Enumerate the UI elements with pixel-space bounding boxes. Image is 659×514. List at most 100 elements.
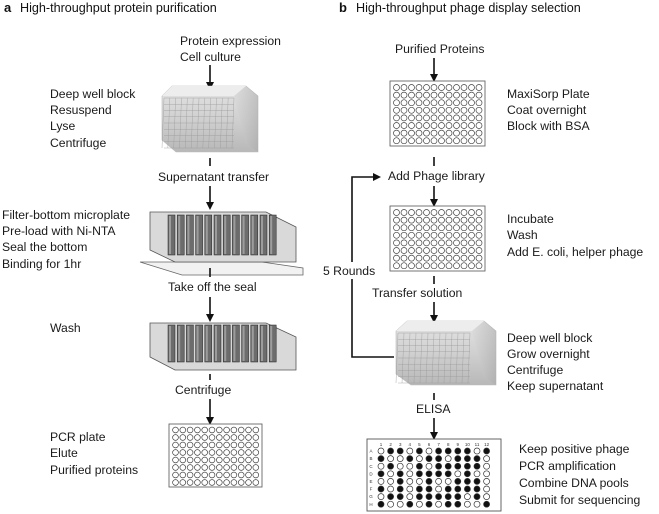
plate-well: [475, 216, 483, 224]
elisa-positive-well: [473, 462, 481, 470]
plate-well: [430, 209, 438, 216]
b-plate1-label-3: Block with BSA: [507, 119, 591, 133]
plate-well: [468, 209, 475, 216]
a-pcr-plate: [168, 423, 263, 488]
plate-well: [475, 254, 483, 262]
elisa-positive-well: [416, 470, 423, 478]
plate-well: [475, 262, 483, 270]
plate-well: [393, 216, 400, 224]
plate-well: [415, 129, 423, 137]
plate-well: [445, 239, 453, 247]
plate-well: [172, 471, 179, 479]
plate-well: [393, 239, 400, 247]
plate-well: [393, 137, 400, 145]
plate-well: [468, 239, 475, 247]
a-pcr-label-2: Elute: [50, 446, 78, 460]
elisa-negative-well: [406, 493, 414, 500]
plate-well: [423, 216, 430, 224]
plate-well: [179, 479, 187, 486]
plate-well: [194, 471, 201, 479]
block-grid-line: [395, 332, 399, 384]
plate-well: [468, 99, 475, 107]
panel-a-letter: a: [4, 0, 12, 15]
elisa-negative-well: [435, 485, 442, 493]
plate-well: [438, 231, 445, 239]
elisa-positive-well: [377, 485, 385, 493]
elisa-negative-well: [396, 500, 404, 508]
plate-well: [400, 99, 408, 107]
b-incubate-plate: [389, 205, 486, 272]
plate-well: [423, 247, 430, 254]
plate-well: [179, 434, 187, 441]
elisa-row-label: H: [369, 502, 372, 507]
plate-well: [445, 247, 453, 254]
plate-well: [423, 129, 430, 137]
plate-well: [400, 216, 408, 224]
plate-well: [201, 449, 208, 456]
plate-well: [245, 479, 252, 486]
plate-well: [438, 91, 445, 99]
plate-well: [438, 247, 445, 254]
filter-tube: [250, 324, 259, 363]
plate-well: [393, 231, 400, 239]
plate-well: [393, 224, 400, 232]
elisa-negative-well: [387, 470, 394, 478]
plate-well: [430, 239, 438, 247]
plate-well: [208, 471, 216, 479]
plate-well: [252, 479, 260, 486]
b-final-label-3: Combine DNA pools: [519, 476, 629, 490]
plate-well: [186, 471, 194, 479]
filter-tube: [204, 324, 213, 363]
plate-well: [460, 122, 468, 129]
elisa-positive-well: [416, 485, 423, 493]
plate-well: [460, 99, 468, 107]
plate-well: [252, 441, 260, 449]
elisa-negative-well: [406, 462, 414, 470]
plate-well: [475, 224, 483, 232]
plate-well: [179, 456, 187, 464]
panel-b-letter: b: [339, 0, 347, 15]
filter-tube-highlight: [205, 326, 208, 361]
elisa-negative-well: [416, 500, 423, 508]
filter-tube-highlight: [251, 326, 254, 361]
plate-well: [223, 471, 230, 479]
elisa-negative-well: [396, 455, 404, 462]
plate-well: [216, 434, 223, 441]
plate-well: [245, 434, 252, 441]
a-pcr-label-3: Purified proteins: [50, 463, 138, 477]
plate-well: [408, 247, 415, 254]
plate-well: [453, 239, 460, 247]
a-wash-plate: [149, 322, 297, 371]
plate-well: [453, 247, 460, 254]
elisa-positive-well: [444, 500, 452, 508]
plate-well: [179, 449, 187, 456]
plate-well: [245, 471, 252, 479]
elisa-negative-well: [406, 470, 414, 478]
elisa-negative-well: [377, 447, 385, 455]
elisa-positive-well: [416, 462, 423, 470]
plate-well: [445, 114, 453, 122]
plate-well: [438, 254, 445, 262]
plate-well: [438, 209, 445, 216]
filter-tube-highlight: [270, 216, 273, 254]
panel-a-title: High-throughput protein purification: [20, 1, 217, 15]
a-step1-line2: Cell culture: [180, 50, 241, 64]
plate-well: [430, 254, 438, 262]
plate-well: [475, 247, 483, 254]
plate-well: [237, 434, 245, 441]
filter-tube: [232, 214, 240, 256]
elisa-positive-well: [454, 485, 462, 493]
b-deep-well-block: [395, 320, 497, 386]
elisa-row-label: D: [369, 471, 373, 476]
plate-well: [438, 122, 445, 129]
plate-well: [460, 84, 468, 91]
plate-well: [172, 441, 179, 449]
elisa-col-label: 10: [465, 442, 471, 447]
elisa-positive-well: [396, 470, 404, 478]
plate-well: [393, 99, 400, 107]
plate-well: [438, 137, 445, 145]
plate-well: [400, 262, 408, 270]
plate-well: [201, 426, 208, 434]
plate-well: [415, 224, 423, 232]
filter-tube-highlight: [224, 326, 227, 361]
